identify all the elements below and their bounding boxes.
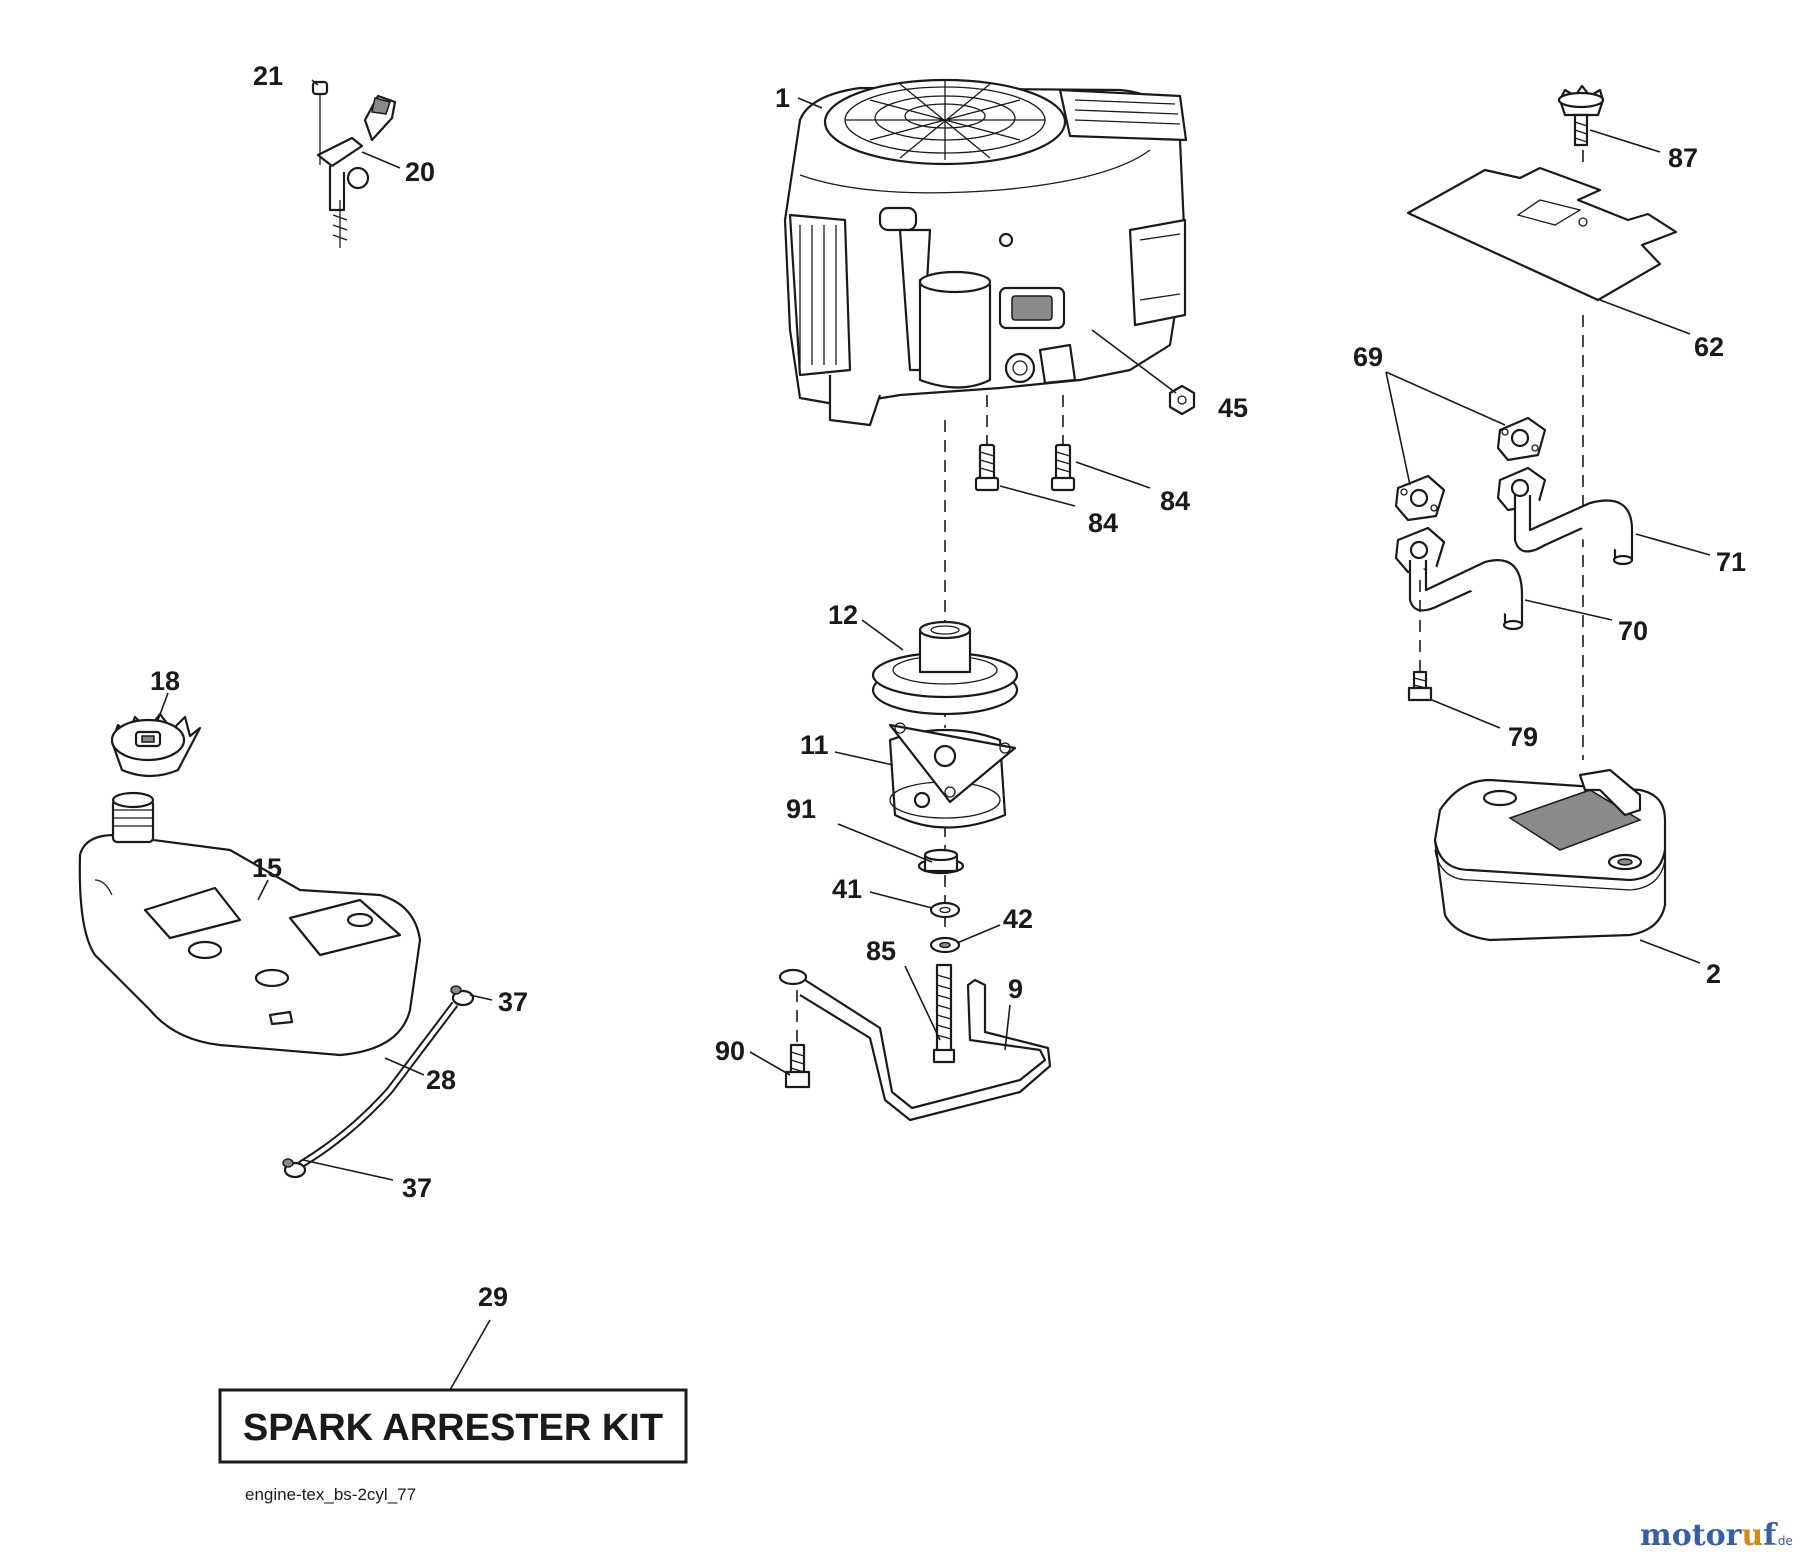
gasket-69-lower: [1394, 474, 1446, 522]
label-84-right: 84: [1160, 486, 1190, 516]
fuel-line-28: [297, 1001, 459, 1169]
spark-arrester-kit-label: SPARK ARRESTER KIT: [243, 1407, 663, 1449]
label-41: 41: [832, 874, 862, 904]
throttle-control-assembly: [311, 80, 397, 248]
spark-arrester-kit: SPARK ARRESTER KIT: [218, 1388, 688, 1464]
label-28: 28: [426, 1065, 456, 1095]
label-70: 70: [1618, 616, 1648, 646]
diagram-filename: engine-tex_bs-2cyl_77: [245, 1485, 416, 1504]
knob-87: [1557, 84, 1605, 147]
label-12: 12: [828, 600, 858, 630]
label-1: 1: [775, 83, 790, 113]
label-84-left: 84: [1088, 508, 1118, 538]
hose-clamp-37-upper: [450, 985, 475, 1007]
svg-text:.de: .de: [1774, 1534, 1793, 1548]
label-91: 91: [786, 794, 816, 824]
exhaust-pipe-71: [1496, 466, 1634, 566]
label-37-upper: 37: [498, 987, 528, 1017]
heat-shield-62: [1406, 166, 1678, 302]
bolt-85: [932, 963, 956, 1064]
label-15: 15: [252, 853, 282, 883]
pulley-12: [871, 620, 1019, 716]
bolt-79: [1407, 670, 1433, 702]
label-79: 79: [1508, 722, 1538, 752]
bolt-90: [784, 1043, 811, 1089]
label-9: 9: [1008, 974, 1023, 1004]
label-21: 21: [253, 61, 283, 91]
label-45: 45: [1218, 393, 1248, 423]
label-69: 69: [1353, 342, 1383, 372]
engine-assembly: [783, 78, 1188, 427]
label-71: 71: [1716, 547, 1746, 577]
hose-clamp-37-lower: [282, 1158, 307, 1179]
bracket-9: [778, 968, 1052, 1122]
bolt-84-right: [1050, 443, 1076, 492]
muffler-2: [1433, 768, 1667, 942]
label-20: 20: [405, 157, 435, 187]
washer-41: [929, 901, 961, 919]
gasket-69-upper: [1496, 416, 1547, 462]
washer-42: [929, 936, 961, 954]
label-2: 2: [1706, 959, 1721, 989]
exhaust-pipe-70: [1394, 526, 1524, 631]
bolt-84-left: [974, 443, 1000, 492]
spacer-91: [917, 848, 965, 875]
watermark-logo: motoruf .de: [1640, 1518, 1793, 1553]
label-42: 42: [1003, 904, 1033, 934]
label-85: 85: [866, 936, 896, 966]
label-62: 62: [1694, 332, 1724, 362]
callout-labels: 1 2 9 11 12 15 18 20 21 28 29 37 37 41 4…: [150, 61, 1746, 1312]
fuel-tank-15: [78, 791, 422, 1057]
pto-clutch-11: [888, 722, 1017, 829]
fuel-cap-18: [110, 712, 202, 778]
label-90: 90: [715, 1036, 745, 1066]
label-37-lower: 37: [402, 1173, 432, 1203]
label-11: 11: [800, 730, 829, 760]
label-87: 87: [1668, 143, 1698, 173]
label-29: 29: [478, 1282, 508, 1312]
label-18: 18: [150, 666, 180, 696]
svg-text:motoruf: motoruf: [1640, 1518, 1778, 1553]
